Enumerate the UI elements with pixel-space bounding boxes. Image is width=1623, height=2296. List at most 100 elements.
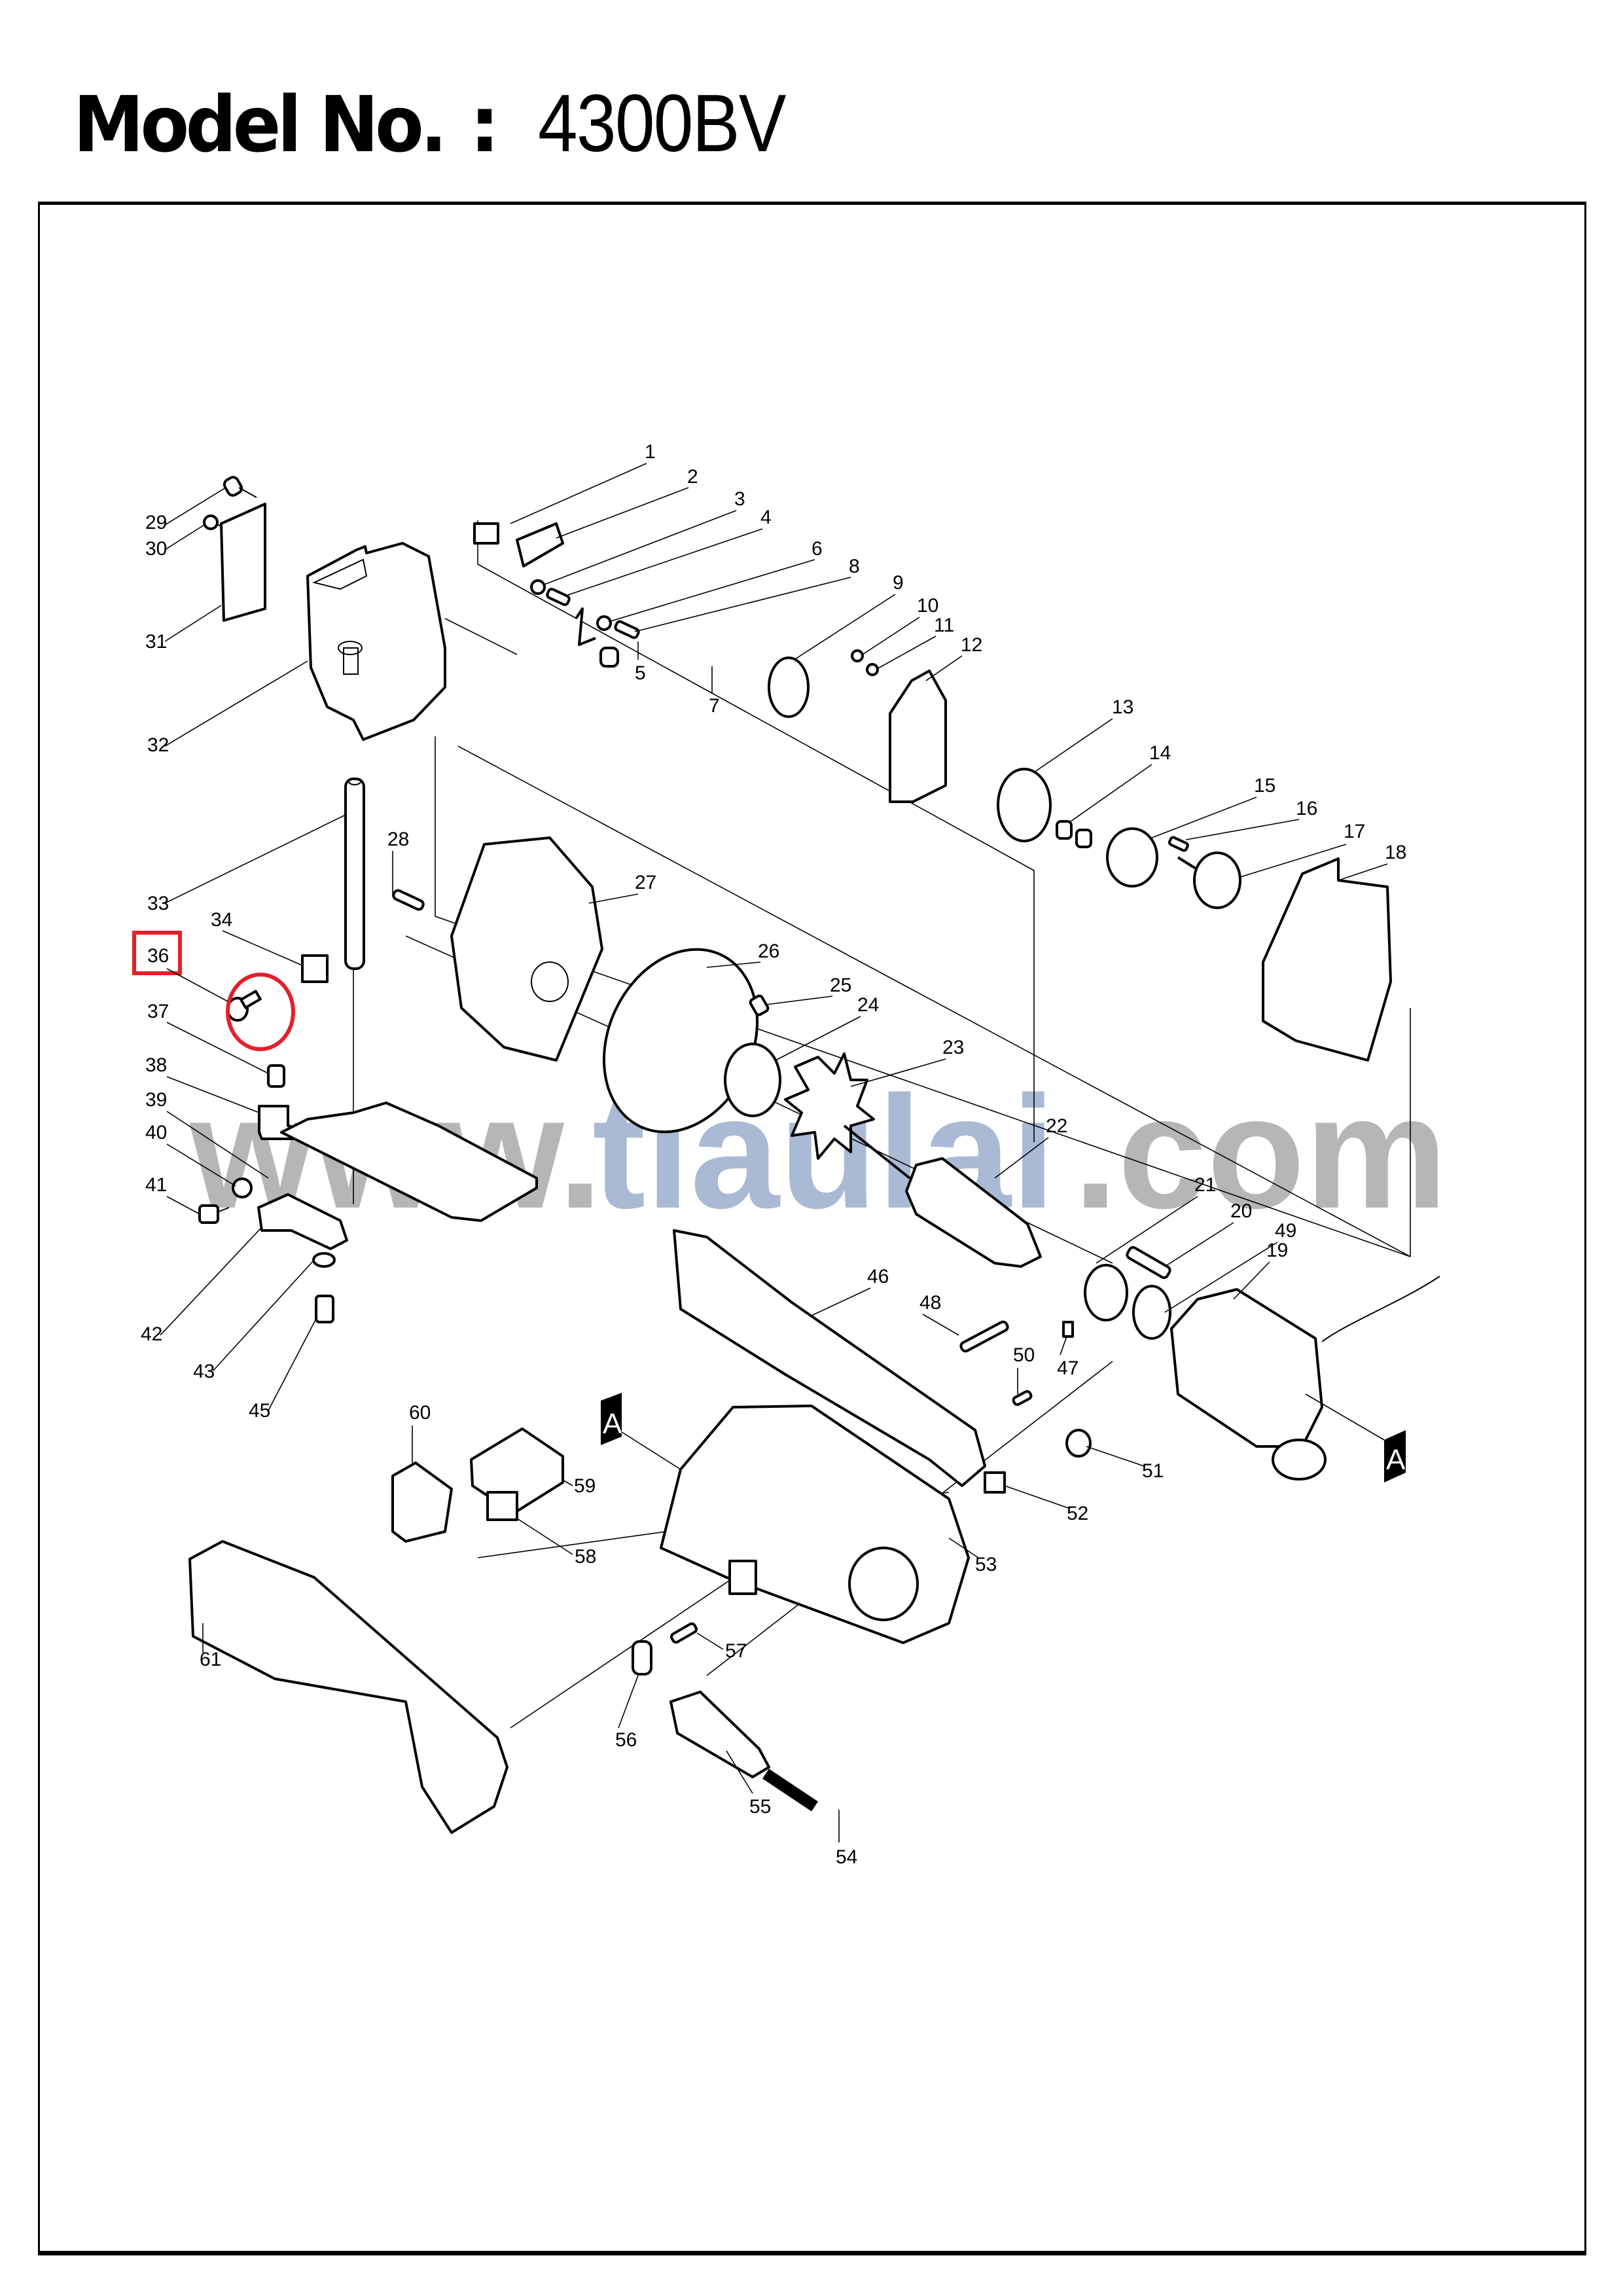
part-label-25[interactable]: 25 — [830, 975, 851, 996]
part-label-23[interactable]: 23 — [942, 1037, 964, 1058]
highlight-box — [132, 931, 182, 975]
part-label-11[interactable]: 11 — [934, 615, 954, 636]
part-label-27[interactable]: 27 — [635, 872, 656, 893]
part-label-4[interactable]: 4 — [760, 507, 772, 528]
part-43-washer-icon — [312, 1252, 336, 1268]
part-label-55[interactable]: 55 — [749, 1796, 771, 1818]
part-label-30[interactable]: 30 — [145, 538, 167, 560]
part-label-38[interactable]: 38 — [145, 1054, 167, 1076]
part-20-screw-icon — [1126, 1246, 1171, 1280]
part-label-16[interactable]: 16 — [1296, 798, 1317, 819]
part-label-29[interactable]: 29 — [145, 512, 167, 533]
part-2-guide-icon — [516, 522, 564, 567]
part-24-bearing-icon — [724, 1043, 781, 1117]
part-label-13[interactable]: 13 — [1112, 696, 1133, 718]
part-61-handle-icon — [188, 1540, 508, 1834]
part-label-10[interactable]: 10 — [917, 595, 938, 617]
part-32-gear-housing-icon — [306, 542, 446, 741]
part-label-50[interactable]: 50 — [1013, 1344, 1035, 1366]
part-label-60[interactable]: 60 — [409, 1402, 431, 1424]
part-label-6[interactable]: 6 — [812, 538, 823, 560]
part-55-cord-guard-icon — [669, 1691, 770, 1778]
part-38-socket-bolt-icon — [267, 1064, 285, 1088]
part-label-3[interactable]: 3 — [734, 488, 745, 510]
part-21-bearing-icon — [1084, 1264, 1128, 1321]
part-label-22[interactable]: 22 — [1046, 1115, 1067, 1137]
part-label-54[interactable]: 54 — [836, 1846, 857, 1868]
part-28-screw-icon — [392, 889, 425, 911]
part-label-56[interactable]: 56 — [615, 1729, 637, 1751]
part-label-34[interactable]: 34 — [211, 909, 232, 931]
part-label-37[interactable]: 37 — [147, 1001, 169, 1022]
part-label-47[interactable]: 47 — [1057, 1357, 1079, 1379]
part-label-42[interactable]: 42 — [141, 1323, 162, 1345]
part-label-15[interactable]: 15 — [1254, 775, 1275, 797]
part-label-33[interactable]: 33 — [147, 893, 169, 914]
part-label-45[interactable]: 45 — [249, 1400, 270, 1422]
part-label-46[interactable]: 46 — [867, 1266, 889, 1287]
part-label-1[interactable]: 1 — [645, 441, 656, 463]
part-label-21[interactable]: 21 — [1194, 1174, 1216, 1196]
part-33-plunger-icon — [344, 778, 365, 970]
part-label-7[interactable]: 7 — [709, 695, 720, 717]
part-13-gear-icon — [997, 768, 1052, 842]
part-label-19[interactable]: 19 — [1266, 1240, 1288, 1261]
part-60-switch-icon — [391, 1462, 453, 1543]
part-label-2[interactable]: 2 — [687, 466, 698, 488]
part-16-screw-icon — [1168, 836, 1189, 852]
part-label-12[interactable]: 12 — [961, 634, 982, 656]
part-label-43[interactable]: 43 — [193, 1361, 215, 1382]
part-label-40[interactable]: 40 — [145, 1122, 167, 1143]
part-label-5[interactable]: 5 — [635, 662, 646, 684]
part-label-26[interactable]: 26 — [758, 941, 779, 962]
part-label-18[interactable]: 18 — [1385, 842, 1406, 863]
part-labels: 1 2 3 4 5 6 7 8 9 10 11 12 13 14 15 16 1… — [141, 441, 1406, 1868]
part-51-brush-cap-icon — [1065, 1429, 1092, 1458]
part-42-lever-icon — [257, 1193, 348, 1250]
model-label: Model No. — [73, 79, 447, 170]
part-19-field-icon — [1170, 1276, 1440, 1480]
part-1-block-icon — [473, 522, 499, 545]
part-40-washer-icon — [232, 1177, 253, 1198]
part-label-36[interactable]: 36 — [147, 945, 169, 967]
part-50-screw-icon — [1012, 1390, 1033, 1407]
part-8-screw-icon — [614, 620, 640, 639]
part-label-53[interactable]: 53 — [975, 1554, 997, 1575]
part-label-61[interactable]: 61 — [200, 1649, 221, 1670]
part-label-57[interactable]: 57 — [725, 1640, 747, 1662]
part-label-48[interactable]: 48 — [919, 1292, 941, 1314]
part-57-screw-icon — [670, 1622, 698, 1644]
part-56-strain-relief-icon — [632, 1640, 652, 1676]
part-label-41[interactable]: 41 — [145, 1174, 167, 1196]
part-17-counterweight-icon — [1177, 852, 1241, 909]
part-47-carbon-brush-icon — [1062, 1321, 1074, 1338]
part-34-block-icon — [301, 954, 329, 983]
part-25-pin-icon — [749, 994, 770, 1016]
part-52-brush-holder-icon — [984, 1471, 1006, 1494]
part-label-20[interactable]: 20 — [1230, 1200, 1252, 1222]
part-6-retaining-ring-icon — [596, 615, 612, 631]
part-label-31[interactable]: 31 — [145, 631, 167, 653]
model-number: 4300BV — [538, 79, 787, 169]
part-label-32[interactable]: 32 — [147, 734, 169, 756]
part-3-lock-washer-icon — [530, 579, 546, 595]
part-53-motor-housing-icon — [660, 1405, 970, 1644]
part-label-51[interactable]: 51 — [1142, 1460, 1164, 1482]
part-label-59[interactable]: 59 — [574, 1475, 596, 1497]
diagram-frame — [38, 202, 1586, 2255]
svg-text:A: A — [1386, 1444, 1406, 1476]
part-label-39[interactable]: 39 — [145, 1089, 167, 1111]
part-label-8[interactable]: 8 — [849, 556, 860, 577]
part-label-28[interactable]: 28 — [387, 829, 409, 850]
part-10-ring-icon — [851, 649, 864, 662]
part-shapes — [188, 476, 1440, 1834]
part-label-17[interactable]: 17 — [1344, 821, 1365, 842]
part-label-14[interactable]: 14 — [1149, 742, 1171, 764]
part-label-49[interactable]: 49 — [1275, 1220, 1296, 1242]
part-45-bolt-icon — [315, 1295, 334, 1323]
part-label-58[interactable]: 58 — [575, 1546, 596, 1568]
part-label-52[interactable]: 52 — [1067, 1503, 1088, 1524]
part-label-24[interactable]: 24 — [857, 994, 879, 1016]
part-22-armature-icon — [843, 1124, 1042, 1268]
part-label-9[interactable]: 9 — [893, 572, 904, 594]
